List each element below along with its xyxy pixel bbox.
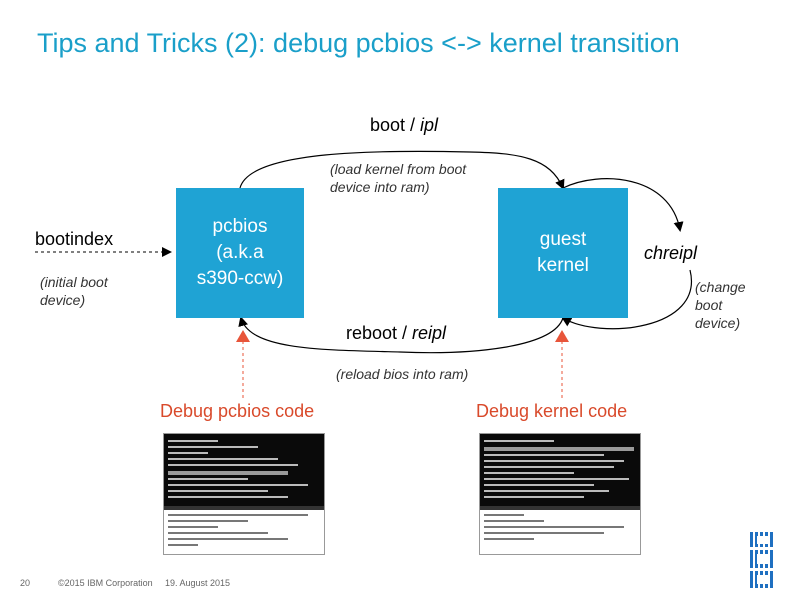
guest-line-2: kernel bbox=[537, 255, 589, 276]
ibm-logo bbox=[748, 532, 778, 588]
chreipl-note-line-2: boot bbox=[695, 297, 723, 313]
bootindex-note-line-2: device) bbox=[40, 292, 86, 308]
guest-kernel-box: guest kernel bbox=[498, 188, 628, 318]
boot-note-line-1: (load kernel from boot bbox=[330, 161, 467, 177]
pcbios-line-3: s390-ccw) bbox=[196, 268, 284, 289]
boot-note: (load kernel from boot device into ram) bbox=[330, 160, 466, 196]
reboot-label-plain: reboot / bbox=[346, 323, 413, 343]
debug-pcbios-label: Debug pcbios code bbox=[160, 401, 315, 421]
pcbios-debug-screenshot bbox=[163, 433, 325, 555]
boot-label-italic: ipl bbox=[420, 115, 439, 135]
boot-arrow bbox=[239, 150, 565, 190]
bootindex-note-line-1: (initial boot bbox=[40, 274, 108, 290]
boot-note-line-2: device into ram) bbox=[330, 179, 430, 195]
chreipl-return-arrow bbox=[561, 269, 693, 330]
chreipl-note-line-1: (change bbox=[695, 279, 746, 295]
kernel-debug-screenshot bbox=[479, 433, 641, 555]
reboot-label-italic: reipl bbox=[412, 323, 447, 343]
pcbios-line-2: (a.k.a bbox=[216, 242, 264, 263]
chreipl-loop-arrow bbox=[562, 178, 684, 232]
chreipl-note: (change boot device) bbox=[695, 278, 746, 332]
slide-title: Tips and Tricks (2): debug pcbios <-> ke… bbox=[37, 28, 680, 58]
chreipl-label: chreipl bbox=[644, 243, 698, 263]
reboot-note: (reload bios into ram) bbox=[336, 365, 468, 383]
guest-line-1: guest bbox=[539, 229, 587, 250]
chreipl-note-line-3: device) bbox=[695, 315, 741, 331]
boot-label-plain: boot / bbox=[370, 115, 421, 135]
pcbios-line-1: pcbios bbox=[212, 216, 268, 237]
boot-ipl-label: boot / ipl bbox=[370, 115, 438, 136]
footer-date: 19. August 2015 bbox=[165, 578, 231, 588]
pcbios-box: pcbios (a.k.a s390-ccw) bbox=[176, 188, 304, 318]
bootindex-note: (initial boot device) bbox=[40, 273, 108, 309]
bootindex-label: bootindex bbox=[35, 229, 114, 249]
reboot-note-line-1: (reload bios into ram) bbox=[336, 366, 469, 382]
debug-kernel-label: Debug kernel code bbox=[476, 401, 628, 421]
reboot-arrow bbox=[238, 316, 564, 354]
page-number: 20 bbox=[20, 578, 31, 588]
copyright: ©2015 IBM Corporation bbox=[58, 578, 153, 588]
reboot-reipl-label: reboot / reipl bbox=[346, 323, 446, 344]
